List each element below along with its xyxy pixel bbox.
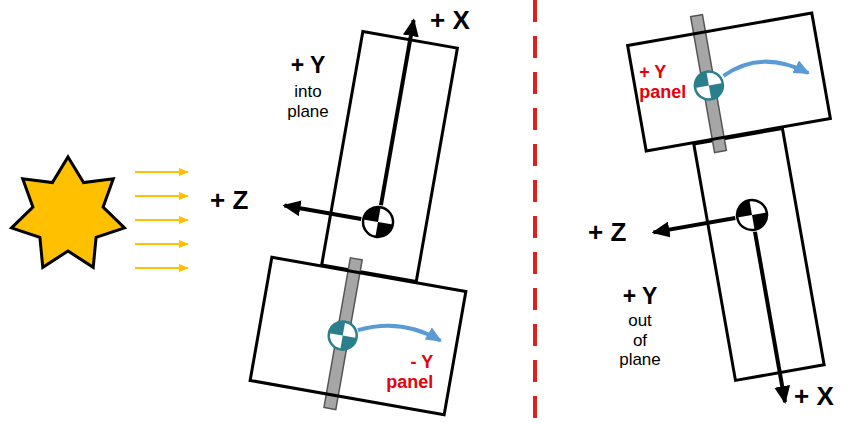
spacecraft-left xyxy=(251,4,494,423)
sun-ray xyxy=(135,171,188,173)
axis-label: + Y xyxy=(610,283,670,309)
sun-rays xyxy=(135,172,188,268)
panel-shaft xyxy=(324,258,362,410)
axis-label: + Z xyxy=(210,186,270,216)
spacecraft-right xyxy=(618,0,853,419)
rotation-arrow xyxy=(722,54,808,88)
panel-label: - Y panel xyxy=(371,353,433,393)
panel-shaft xyxy=(691,15,727,153)
z-axis-arrow xyxy=(654,218,736,232)
panel-mass-symbol xyxy=(693,69,725,101)
center-of-mass-symbol xyxy=(361,205,396,240)
panel-mass-symbol xyxy=(327,319,359,351)
axis-label: + Y xyxy=(278,52,338,78)
axis-label: + Z xyxy=(588,218,648,248)
axis-note: out of plane xyxy=(619,311,661,370)
rotation-arrow xyxy=(358,319,442,344)
axis-label: + X xyxy=(430,6,490,36)
sun-ray xyxy=(135,267,188,269)
x-axis-arrow xyxy=(381,20,414,205)
sun-ray xyxy=(135,195,188,197)
center-of-mass-symbol xyxy=(735,198,770,233)
sun-star xyxy=(12,157,125,267)
axis-note: into plane xyxy=(287,82,329,121)
solar-panel: + Y panel xyxy=(625,11,831,152)
x-axis-arrow xyxy=(755,232,785,402)
sun-ray xyxy=(135,219,188,221)
panel-label: + Y panel xyxy=(639,63,693,103)
solar-panel: - Y panel xyxy=(248,256,467,417)
axis-label: + X xyxy=(794,382,849,412)
z-axis-arrow xyxy=(284,206,361,220)
divider-line xyxy=(533,0,537,423)
sun-ray xyxy=(135,243,188,245)
